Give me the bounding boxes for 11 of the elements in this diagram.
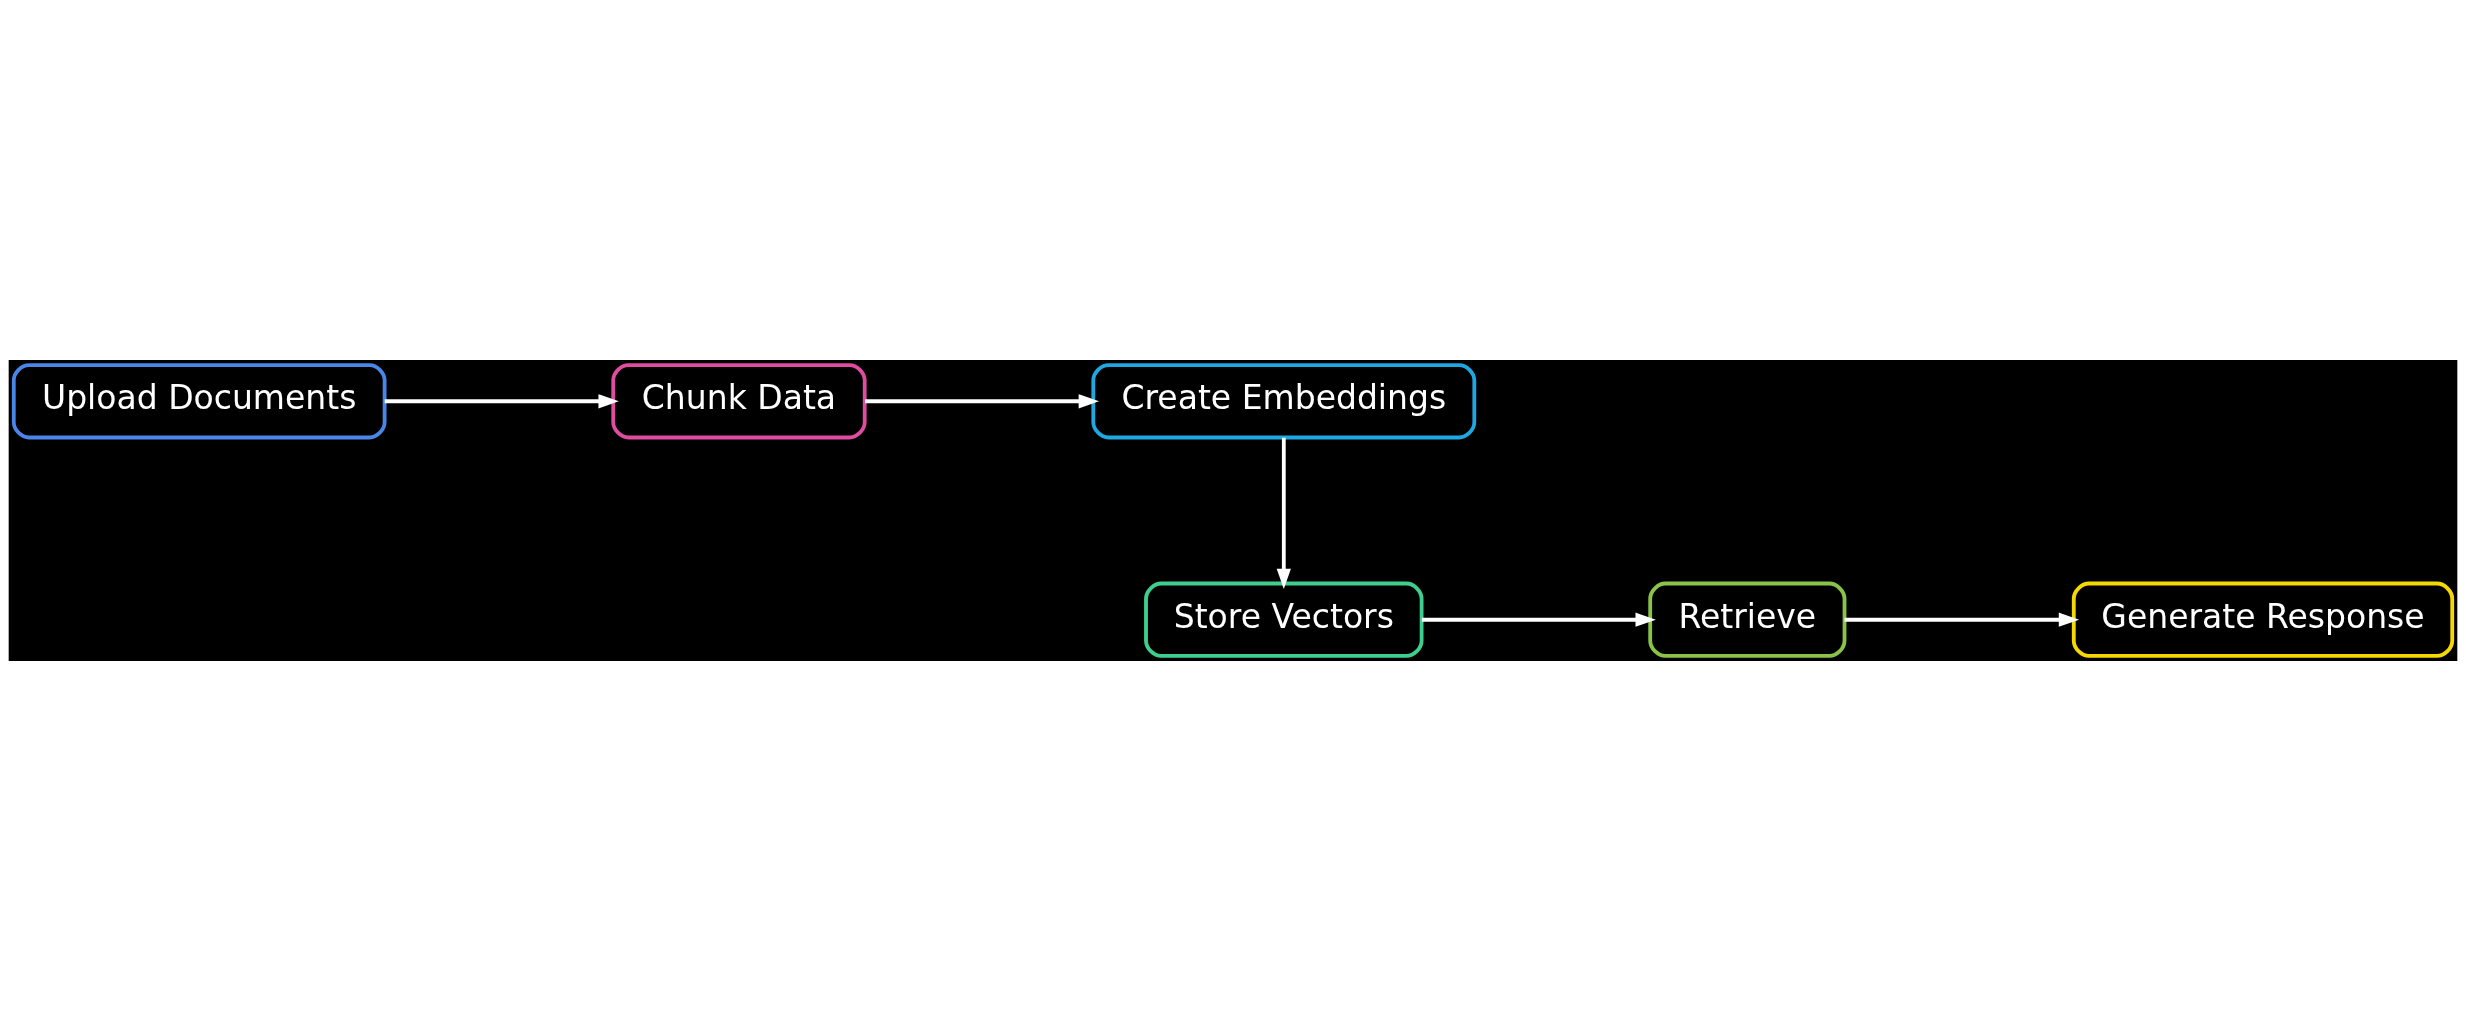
node-box: Retrieve	[1648, 581, 1847, 658]
node-box: Chunk Data	[611, 362, 867, 439]
arrow	[865, 393, 1099, 408]
arrow	[1421, 612, 1656, 627]
arrow	[1276, 437, 1291, 589]
arrow	[384, 393, 619, 408]
node-box: Create Embeddings	[1091, 362, 1477, 439]
node-box: Generate Response	[2071, 581, 2455, 658]
node-box: Store Vectors	[1144, 581, 1424, 658]
node-box: Upload Documents	[11, 362, 387, 439]
arrow	[1844, 612, 2080, 627]
